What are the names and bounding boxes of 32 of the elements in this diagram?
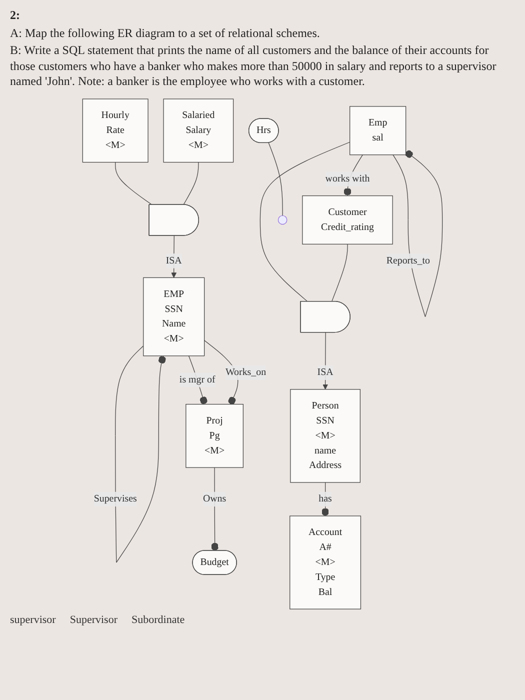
node-box: Proj Pg <M> [186,404,244,468]
node-box: Emp sal [350,106,406,156]
connector [322,482,330,516]
node-box: Account A# <M> Type Bal [290,516,362,610]
edge-label: ISA [166,255,182,266]
question-text: B: Write a SQL statement that prints the name of all customers and the balance of their accounts for those customers who have a banker who makes more than 50000 in salary and reports to a supervisor named 'John'. Note: a banker is the employee who works with a customer. [10,43,498,90]
node-box: Person SSN <M> name Address [290,389,360,483]
connector [268,142,283,216]
edge-label: Reports_to [386,255,430,266]
connector [331,244,348,302]
connector [183,162,199,206]
connector [211,467,219,551]
connector [260,142,350,302]
edge-label: Supervises [94,494,137,504]
edge-label: Works_on [225,367,266,378]
node-box: EMP SSN Name <M> [143,277,205,356]
edge-label: works with [325,173,370,184]
edge-label: has [318,494,332,504]
role-name: Subordinate [132,614,185,626]
connector [115,162,152,206]
node-box: Customer Credit_rating [302,195,393,244]
connector [115,346,166,563]
role-name: supervisor [10,614,56,626]
question-text: A: Map the following ER diagram to a set of relational schemes. [10,26,321,42]
edge-label: Owns [202,494,226,504]
question-number: 2: [10,8,21,24]
arrow [322,332,328,390]
node-box: Hourly Rate <M> [82,98,148,163]
edge-label: ISA [317,367,334,378]
role-name: Supervisor [70,614,118,626]
edge-label: is mgr of [179,374,216,385]
node-box: Salaried Salary <M> [163,98,234,163]
